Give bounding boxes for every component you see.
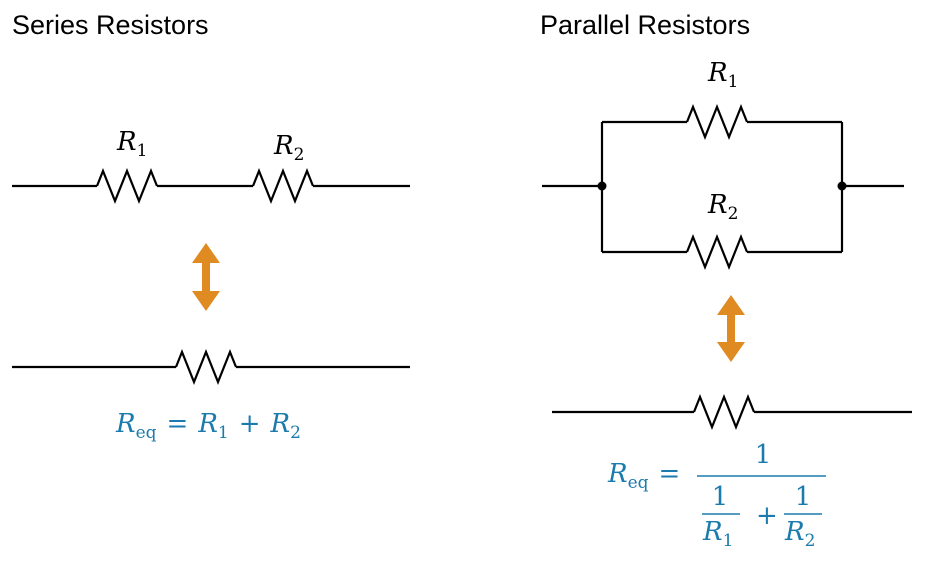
series-equivalence-arrow [192, 243, 220, 311]
junction-node-right [837, 181, 847, 191]
equation-numerator: 1 [755, 440, 772, 470]
svg-text:1: 1 [795, 482, 812, 512]
svg-text:R1: R1 [702, 517, 733, 551]
parallel-resistor-r2 [685, 235, 749, 269]
parallel-circuit [542, 105, 904, 269]
parallel-r2-label: R2 [707, 190, 738, 224]
parallel-equation: Req= 1 1 R1 + 1 R2 [607, 440, 826, 551]
parallel-equivalence-arrow [717, 295, 745, 362]
series-equation: Req=R1+R2 [115, 409, 301, 443]
series-resistor-r2 [251, 169, 315, 203]
junction-node-left [597, 181, 607, 191]
parallel-resistor-req [692, 395, 756, 429]
series-circuit [12, 169, 410, 203]
series-r1-label: R1 [116, 127, 147, 161]
parallel-resistor-r1 [685, 105, 749, 139]
series-equivalent-circuit [12, 350, 410, 384]
parallel-equivalent-circuit [552, 395, 912, 429]
svg-text:+: + [756, 501, 778, 531]
svg-text:Req=: Req= [607, 459, 680, 493]
series-title: Series Resistors [12, 10, 209, 40]
series-resistor-r1 [95, 169, 159, 203]
parallel-title: Parallel Resistors [540, 10, 750, 40]
svg-text:1: 1 [712, 482, 729, 512]
parallel-r1-label: R1 [707, 58, 738, 92]
series-resistor-req [174, 350, 238, 384]
svg-text:R2: R2 [784, 517, 815, 551]
series-r2-label: R2 [273, 131, 304, 165]
